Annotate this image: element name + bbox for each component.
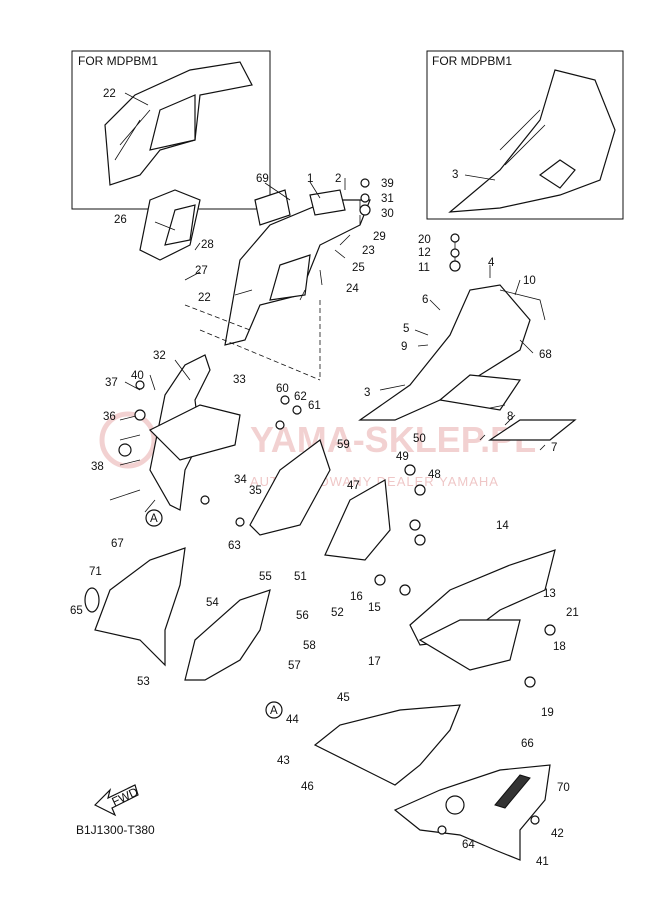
callout-14: 14: [496, 520, 509, 532]
callout-67: 67: [111, 538, 124, 550]
inset-box-left: FOR MDPBM1 22: [71, 50, 271, 210]
left-side-cowl: [84, 547, 271, 681]
callout-32: 32: [153, 350, 166, 362]
callout-38: 38: [91, 461, 104, 473]
callout-39: 39: [381, 178, 394, 190]
callout-3-inset: 3: [452, 169, 458, 181]
callout-60: 60: [276, 383, 289, 395]
callout-35: 35: [249, 485, 262, 497]
callout-25: 25: [352, 262, 365, 274]
leader-lines: [109, 178, 546, 513]
callout-16: 16: [350, 591, 363, 603]
callout-26: 26: [114, 214, 127, 226]
callout-40: 40: [131, 370, 144, 382]
callout-59: 59: [337, 439, 350, 451]
callout-20: 20: [418, 234, 431, 246]
callout-2: 2: [335, 173, 341, 185]
callout-61: 61: [308, 400, 321, 412]
callout-53: 53: [137, 676, 150, 688]
callout-55: 55: [259, 571, 272, 583]
callout-56: 56: [296, 610, 309, 622]
callout-1: 1: [307, 173, 313, 185]
callout-50: 50: [413, 433, 426, 445]
callout-68: 68: [539, 349, 552, 361]
callout-27: 27: [195, 265, 208, 277]
right-side-cowl: [358, 284, 577, 441]
fwd-arrow: FWD: [93, 784, 141, 817]
inset-title-right: FOR MDPBM1: [432, 54, 512, 68]
callout-21: 21: [566, 607, 579, 619]
callout-70: 70: [557, 782, 570, 794]
callout-23: 23: [362, 245, 375, 257]
callout-43: 43: [277, 755, 290, 767]
callout-37: 37: [105, 377, 118, 389]
ref-a-lower: A: [270, 705, 278, 717]
callout-58: 58: [303, 640, 316, 652]
callout-30: 30: [381, 208, 394, 220]
callout-69: 69: [256, 173, 269, 185]
callout-19: 19: [541, 707, 554, 719]
callout-66: 66: [521, 738, 534, 750]
callout-28: 28: [201, 239, 214, 251]
callout-33: 33: [233, 374, 246, 386]
hardware: [118, 178, 556, 835]
callout-31: 31: [381, 193, 394, 205]
callout-7: 7: [551, 442, 557, 454]
callout-29: 29: [373, 231, 386, 243]
callout-8: 8: [507, 411, 513, 423]
callout-10: 10: [523, 275, 536, 287]
callout-36: 36: [103, 411, 116, 423]
callout-45: 45: [337, 692, 350, 704]
callout-47: 47: [347, 480, 360, 492]
callout-42: 42: [551, 828, 564, 840]
callout-71: 71: [89, 566, 102, 578]
callout-4: 4: [488, 257, 495, 269]
callout-15: 15: [368, 602, 381, 614]
callout-48: 48: [428, 469, 441, 481]
lower-cowls: [313, 704, 551, 861]
callout-65: 65: [70, 605, 83, 617]
callout-11: 11: [418, 262, 430, 274]
callout-18: 18: [553, 641, 566, 653]
callout-34: 34: [234, 474, 247, 486]
callout-51: 51: [294, 571, 307, 583]
callout-24: 24: [346, 283, 359, 295]
inset-title-left: FOR MDPBM1: [78, 54, 158, 68]
callout-5: 5: [403, 323, 409, 335]
callout-57: 57: [288, 660, 301, 672]
callout-17: 17: [368, 656, 381, 668]
callout-63: 63: [228, 540, 241, 552]
inner-panels: [324, 479, 556, 671]
callout-64: 64: [462, 839, 475, 851]
inset-box-right: FOR MDPBM1 3: [426, 50, 624, 220]
diagram-code: B1J1300-T380: [76, 823, 155, 837]
callout-13: 13: [543, 588, 556, 600]
callout-22-inset: 22: [103, 88, 116, 100]
callout-labels: 1 2 3 4 5 6 7 8 9 10 11 12 13 14 15 16 1…: [70, 173, 579, 868]
callout-49: 49: [396, 451, 409, 463]
stay-bracket: [148, 354, 331, 536]
callout-6: 6: [422, 294, 428, 306]
callout-46: 46: [301, 781, 314, 793]
callout-9: 9: [401, 341, 407, 353]
callout-41: 41: [536, 856, 549, 868]
callout-52: 52: [331, 607, 344, 619]
ref-a-upper: A: [150, 513, 158, 525]
callout-44: 44: [286, 714, 299, 726]
reference-markers: A A: [145, 509, 283, 719]
upper-cowling-group: [139, 189, 371, 381]
callout-22: 22: [198, 292, 211, 304]
callout-54: 54: [206, 597, 219, 609]
fwd-label: FWD: [110, 785, 141, 809]
callout-62: 62: [294, 391, 307, 403]
callout-3: 3: [364, 387, 370, 399]
watermark-text: YAMA-SKLEP.PL: [250, 419, 536, 460]
callout-12: 12: [418, 247, 431, 259]
